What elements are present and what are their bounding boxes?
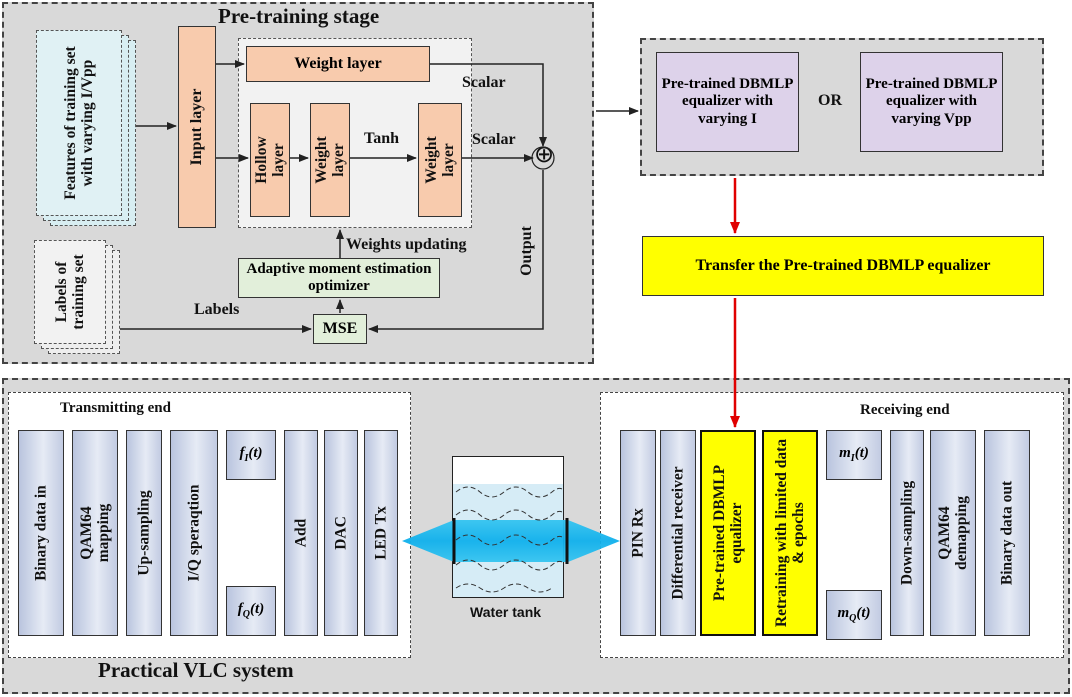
pretrained-left-label: Pre-trained DBMLP equalizer with varying… — [661, 76, 794, 127]
rx-mi-label: mI(t) — [839, 445, 869, 465]
scalar-top-label: Scalar — [462, 74, 506, 91]
fi-t: (t) — [248, 445, 263, 462]
mi-subscript: I — [850, 453, 855, 465]
rx-binary-data-out — [984, 430, 1030, 636]
pretraining-title: Pre-training stage — [218, 4, 380, 28]
rx-qam64-demapping — [930, 430, 976, 636]
transfer-box: Transfer the Pre-trained DBMLP equalizer — [642, 236, 1044, 296]
weight-layer-top-label: Weight layer — [294, 54, 382, 72]
tx-fq-oscillator: fQ(t) — [226, 586, 276, 636]
rx-down-sampling — [890, 430, 924, 636]
input-layer — [178, 26, 216, 228]
sum-circle — [531, 146, 555, 170]
vlc-title: Practical VLC system — [98, 658, 294, 682]
mq-subscript: Q — [849, 613, 857, 625]
features-sheet — [36, 30, 122, 216]
sum-node: ⊕ — [534, 140, 555, 168]
tx-fq-label: fQ(t) — [238, 601, 264, 621]
water-ripples — [455, 486, 563, 593]
mi-symbol: m — [839, 445, 851, 462]
labels-sheet — [34, 240, 106, 344]
rx-retraining — [762, 430, 818, 636]
transfer-label: Transfer the Pre-trained DBMLP equalizer — [695, 256, 991, 274]
hollow-layer — [250, 103, 290, 217]
mq-symbol: m — [837, 605, 850, 622]
optimizer-box: Adaptive moment estimation optimizer — [238, 258, 440, 298]
tx-fi-oscillator: fI(t) — [226, 430, 276, 480]
weights-updating-label: Weights updating — [346, 236, 467, 253]
weight-layer-a — [310, 103, 350, 217]
fq-symbol: f — [237, 601, 243, 618]
tx-title: Transmitting end — [60, 400, 171, 416]
light-beam — [402, 520, 620, 562]
rx-mq-label: mQ(t) — [837, 605, 870, 625]
mq-t: (t) — [856, 605, 871, 622]
fi-subscript: I — [244, 453, 249, 465]
tx-binary-data-in — [18, 430, 64, 636]
rx-pin — [620, 430, 656, 636]
pretraining-arrows — [120, 60, 639, 333]
mse-label: MSE — [322, 319, 358, 337]
optimizer-label: Adaptive moment estimation optimizer — [246, 260, 432, 294]
pretrained-right-box: Pre-trained DBMLP equalizer with varying… — [860, 52, 1003, 152]
rx-title: Receiving end — [860, 402, 950, 418]
rx-mq-oscillator: mQ(t) — [826, 590, 882, 640]
or-label: OR — [818, 92, 842, 109]
mi-t: (t) — [854, 445, 869, 462]
rx-mi-oscillator: mI(t) — [826, 430, 882, 480]
tx-up-sampling — [126, 430, 162, 636]
pretrained-left-box: Pre-trained DBMLP equalizer with varying… — [656, 52, 799, 152]
water-tank-label: Water tank — [470, 604, 542, 620]
tx-fi-label: fI(t) — [239, 445, 262, 465]
weight-layer-top: Weight layer — [246, 46, 430, 82]
rx-differential — [660, 430, 696, 636]
pretrained-right-label: Pre-trained DBMLP equalizer with varying… — [865, 76, 998, 127]
tx-add — [284, 430, 318, 636]
rx-pretrained-equalizer — [700, 430, 756, 636]
tanh-label: Tanh — [364, 130, 399, 147]
tx-iq-separation — [170, 430, 218, 636]
fq-t: (t) — [250, 601, 265, 618]
labels-arrow-label: Labels — [194, 301, 240, 318]
tx-led — [364, 430, 398, 636]
weight-layer-b — [418, 103, 462, 217]
mse-box: MSE — [313, 314, 367, 344]
fi-symbol: f — [239, 445, 245, 462]
scalar-mid-label: Scalar — [472, 131, 516, 148]
tx-qam64-mapping — [72, 430, 118, 636]
fq-subscript: Q — [242, 609, 251, 621]
tx-dac — [324, 430, 358, 636]
